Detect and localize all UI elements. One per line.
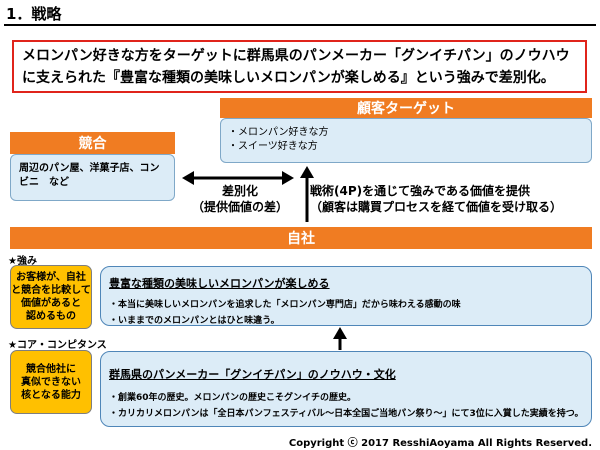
core-competence-bullet: ・創業60年の歴史。メロンパンの歴史こそグンイチの歴史。 bbox=[109, 393, 356, 403]
strength-definition: お客様が、自社 と競合を比較して 価値があると 認めるもの bbox=[10, 265, 92, 329]
target-header: 顧客ターゲット bbox=[220, 98, 592, 118]
slide-title: 1．戦略 bbox=[6, 5, 62, 23]
core-competence-definition: 競合他社に 真似できない 核となる能力 bbox=[10, 350, 92, 414]
core-competence-bullet: ・カリカリメロンパンは「全日本パンフェスティバル～日本全国ご当地パン祭り～」にて… bbox=[109, 409, 584, 419]
copyright-notice: Copyright ⓒ 2017 ResshiAoyama All Rights… bbox=[288, 438, 592, 449]
strength-label: ★強み bbox=[8, 256, 37, 267]
strength-title: 豊富な種類の美味しいメロンパンが楽しめる bbox=[109, 277, 330, 290]
strength-bullet: ・いままでのメロンパンとはひと味違う。 bbox=[109, 316, 280, 326]
strength-bullet: ・本当に美味しいメロンパンを追求した「メロンパン専門店」だから味わえる感動の味 bbox=[109, 300, 461, 310]
company-header: 自社 bbox=[10, 227, 592, 249]
core-competence-title: 群馬県のパンメーカー「グンイチパン」のノウハウ・文化 bbox=[109, 368, 396, 381]
differentiation-label: 差別化 （提供価値の差） bbox=[191, 184, 288, 214]
target-item: ・スイーツ好きな方 bbox=[228, 141, 318, 152]
competition-panel: 周辺のパン屋、洋菓子店、コンビニ など bbox=[10, 154, 175, 201]
competition-text: 周辺のパン屋、洋菓子店、コンビニ など bbox=[19, 163, 160, 188]
strategy-headline: メロンパン好きな方をターゲットに群馬県のパンメーカー「グンイチパン」のノウハウに… bbox=[12, 40, 587, 93]
up-arrowhead-icon bbox=[300, 166, 314, 178]
core-competence-label: ★コア・コンピタンス bbox=[8, 340, 107, 351]
target-item: ・メロンパン好きな方 bbox=[228, 127, 329, 138]
competition-header: 競合 bbox=[10, 132, 175, 154]
core-competence-panel: 群馬県のパンメーカー「グンイチパン」のノウハウ・文化 ・創業60年の歴史。メロン… bbox=[100, 351, 592, 427]
left-arrowhead-icon bbox=[182, 171, 194, 185]
tactics-label: 戦術(4P)を通じて強みである価値を提供 （顧客は購買プロセスを経て価値を受け取… bbox=[310, 184, 563, 214]
target-panel: ・メロンパン好きな方 ・スイーツ好きな方 bbox=[220, 118, 592, 163]
core-up-arrowhead-icon bbox=[333, 327, 347, 339]
title-underline bbox=[4, 24, 596, 26]
strength-panel: 豊富な種類の美味しいメロンパンが楽しめる ・本当に美味しいメロンパンを追求した「… bbox=[100, 266, 592, 326]
right-arrowhead-icon bbox=[282, 171, 294, 185]
